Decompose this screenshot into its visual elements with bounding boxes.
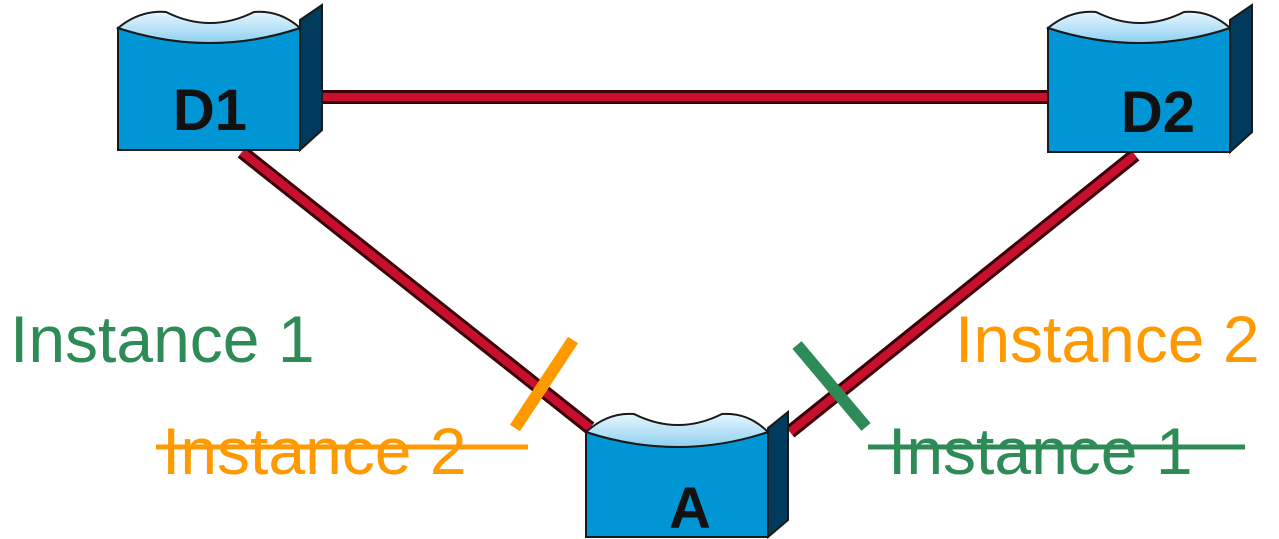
switch-d2-label: D2 — [1121, 80, 1195, 145]
blocked-port-marker-instance-1 — [792, 341, 871, 431]
switch-a-label: A — [669, 476, 711, 539]
blocked-port-marker-instance-2 — [509, 336, 579, 432]
switch-a: A — [584, 409, 789, 539]
switch-d1: D1 — [115, 3, 323, 153]
label-right-blocked-instance: Instance 1 — [888, 414, 1193, 488]
label-right-forwarding-instance: Instance 2 — [955, 302, 1260, 376]
label-left-forwarding-instance: Instance 1 — [10, 302, 315, 376]
switch-d2: D2 — [1045, 3, 1253, 155]
switch-d1-label: D1 — [173, 78, 247, 143]
label-left-blocked-instance: Instance 2 — [162, 414, 467, 488]
link-d1-a — [237, 146, 595, 434]
link-d2-a — [785, 149, 1140, 438]
